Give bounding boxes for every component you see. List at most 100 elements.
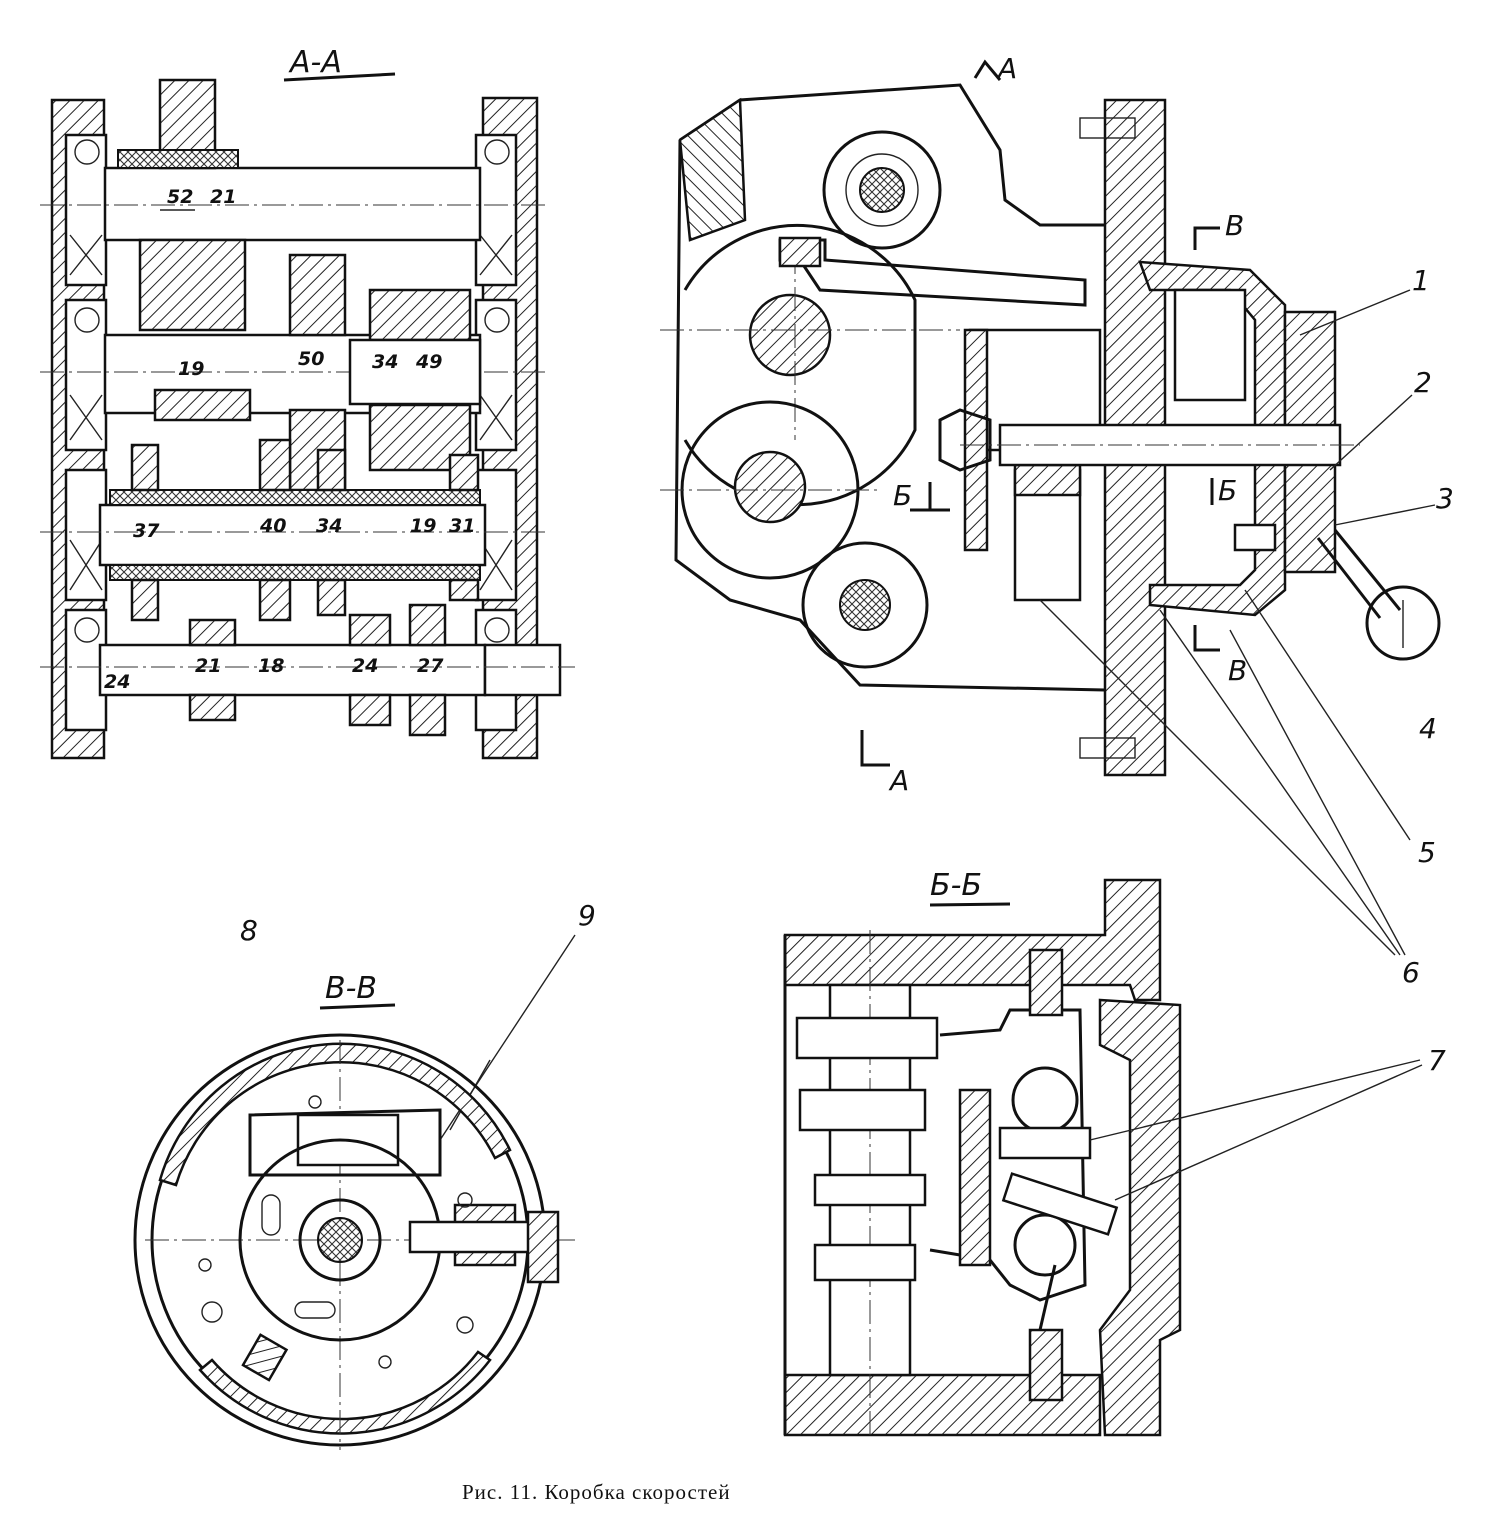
vv-ring-hatch-bottom bbox=[198, 1350, 492, 1435]
leader-7b bbox=[1114, 1064, 1423, 1201]
vv-hub bbox=[298, 1198, 382, 1282]
main-handle-lever-edge bbox=[1316, 537, 1382, 619]
aa-gear-37-upper bbox=[130, 443, 160, 492]
bb-right-flange bbox=[1098, 998, 1182, 1437]
section-aa-title-underline bbox=[283, 72, 396, 82]
aa-spline-3-bottom bbox=[109, 564, 481, 581]
cut-mark-a-top-label: А bbox=[996, 52, 1017, 85]
aa-teeth-s3-e: 31 bbox=[449, 515, 475, 537]
main-flange-bolt-bottom bbox=[1079, 737, 1136, 759]
aa-ball-4 bbox=[484, 307, 510, 333]
main-flange-bolt-top bbox=[1079, 117, 1136, 139]
aa-gear-31-upper bbox=[448, 453, 480, 492]
aa-gear-37-lower bbox=[130, 578, 160, 622]
section-vv-title-underline bbox=[319, 1003, 396, 1010]
bb-gear-4 bbox=[813, 1243, 917, 1282]
vv-hole-6 bbox=[457, 1192, 473, 1208]
callout-3: 3 bbox=[1436, 482, 1454, 515]
bb-gear-3 bbox=[813, 1173, 927, 1207]
aa-teeth-s4-a: 24 bbox=[104, 671, 130, 693]
main-bottom-gear-spline bbox=[839, 579, 891, 631]
main-housing-corner-hatch bbox=[678, 97, 747, 242]
aa-teeth-s4-d: 24 bbox=[352, 655, 378, 677]
aa-shaft-3 bbox=[98, 503, 487, 567]
callout-1: 1 bbox=[1412, 264, 1430, 297]
aa-teeth-s1-a: 52 bbox=[167, 186, 193, 208]
main-handle-knob bbox=[1365, 585, 1441, 661]
leader-6c bbox=[1229, 629, 1406, 956]
aa-spline-1 bbox=[117, 149, 239, 169]
vv-slot-2 bbox=[294, 1301, 336, 1319]
cut-mark-v-top-label: В bbox=[1225, 209, 1244, 242]
aa-teeth-s2-b: 50 bbox=[298, 348, 324, 370]
aa-teeth-s3-a: 37 bbox=[133, 520, 160, 542]
main-large-gear-shaft bbox=[748, 293, 832, 377]
callout-2: 2 bbox=[1414, 366, 1432, 399]
main-top-bearing-inner bbox=[845, 153, 919, 227]
aa-gear-50-upper bbox=[288, 253, 347, 337]
aa-teeth-s1-b: 21 bbox=[210, 186, 236, 208]
vv-hole-4 bbox=[378, 1355, 392, 1369]
vv-slot-1 bbox=[261, 1194, 281, 1236]
bb-fork-body bbox=[929, 1008, 1087, 1302]
main-shift-drum-wall bbox=[963, 328, 989, 552]
aa-gear-40-lower bbox=[258, 578, 292, 622]
leader-7a bbox=[1089, 1059, 1421, 1141]
aa-bearing-crosses bbox=[69, 234, 513, 591]
aa-ball-1 bbox=[74, 139, 100, 165]
main-handle-lever bbox=[1333, 529, 1402, 611]
main-shift-block-top bbox=[1013, 463, 1082, 497]
aa-teeth-s4-b: 21 bbox=[195, 655, 221, 677]
section-bb-title-underline bbox=[929, 902, 1011, 907]
section-bb-title: Б-Б bbox=[930, 868, 982, 903]
main-nut bbox=[938, 408, 992, 472]
bb-lower-pin bbox=[1001, 1172, 1119, 1236]
callout-9: 9 bbox=[578, 899, 596, 932]
aa-gear-34-lower bbox=[316, 578, 347, 617]
main-lower-gear-shaft bbox=[733, 450, 807, 524]
bb-fork-pad bbox=[958, 1088, 992, 1267]
callout-7: 7 bbox=[1428, 1044, 1446, 1077]
vv-hub-spline bbox=[317, 1217, 363, 1263]
aa-bearing-2-right bbox=[474, 298, 518, 452]
bb-gear-1 bbox=[795, 1016, 939, 1060]
aa-gear-21-lower bbox=[138, 238, 247, 332]
cut-mark-a-bottom-label: А bbox=[888, 764, 909, 797]
aa-gear-block-34-49 bbox=[348, 338, 482, 406]
aa-bearing-1-right bbox=[474, 133, 518, 287]
aa-gear-24-upper bbox=[348, 613, 392, 647]
aa-gear-31-lower bbox=[448, 578, 480, 602]
vv-pin-nut bbox=[526, 1210, 560, 1284]
main-detent-plunger bbox=[1233, 523, 1277, 552]
vv-ring-hatch-top bbox=[158, 1042, 512, 1187]
aa-teeth-s2-d: 49 bbox=[415, 351, 442, 373]
aa-gear-19-lower bbox=[153, 388, 252, 422]
leader-6b bbox=[1159, 609, 1401, 956]
callout-4: 4 bbox=[1419, 712, 1437, 745]
aa-gear-21-shaft4-upper bbox=[188, 618, 237, 647]
aa-bearing-1-left bbox=[64, 133, 108, 287]
cut-mark-v-bottom-label: В bbox=[1228, 654, 1247, 687]
main-side-view: А bbox=[660, 52, 1454, 989]
aa-teeth-s2-c: 34 bbox=[372, 351, 398, 373]
aa-teeth-s3-c: 34 bbox=[316, 515, 342, 537]
main-shift-lever bbox=[778, 238, 1087, 307]
section-vv-title: В-В bbox=[325, 971, 377, 1006]
aa-shaft-1 bbox=[103, 166, 482, 242]
main-top-bearing-outer bbox=[822, 130, 942, 250]
aa-bearing-2-left bbox=[64, 298, 108, 452]
aa-ball-6 bbox=[484, 617, 510, 643]
bb-upper-cam bbox=[1011, 1066, 1079, 1134]
aa-gear-27-upper bbox=[408, 603, 447, 647]
aa-spline-3-top bbox=[109, 489, 481, 506]
cut-mark-b-label: Б bbox=[893, 479, 912, 512]
main-top-shaft-spline bbox=[859, 167, 905, 213]
leader-6a bbox=[1039, 599, 1396, 956]
vv-hole-5 bbox=[456, 1316, 474, 1334]
callout-6: 6 bbox=[1402, 956, 1420, 989]
vv-hole-3 bbox=[308, 1095, 322, 1109]
cut-mark-a-bottom bbox=[860, 730, 890, 767]
cut-mark-v-bottom bbox=[1193, 625, 1220, 652]
aa-gear-49-upper bbox=[368, 288, 472, 342]
